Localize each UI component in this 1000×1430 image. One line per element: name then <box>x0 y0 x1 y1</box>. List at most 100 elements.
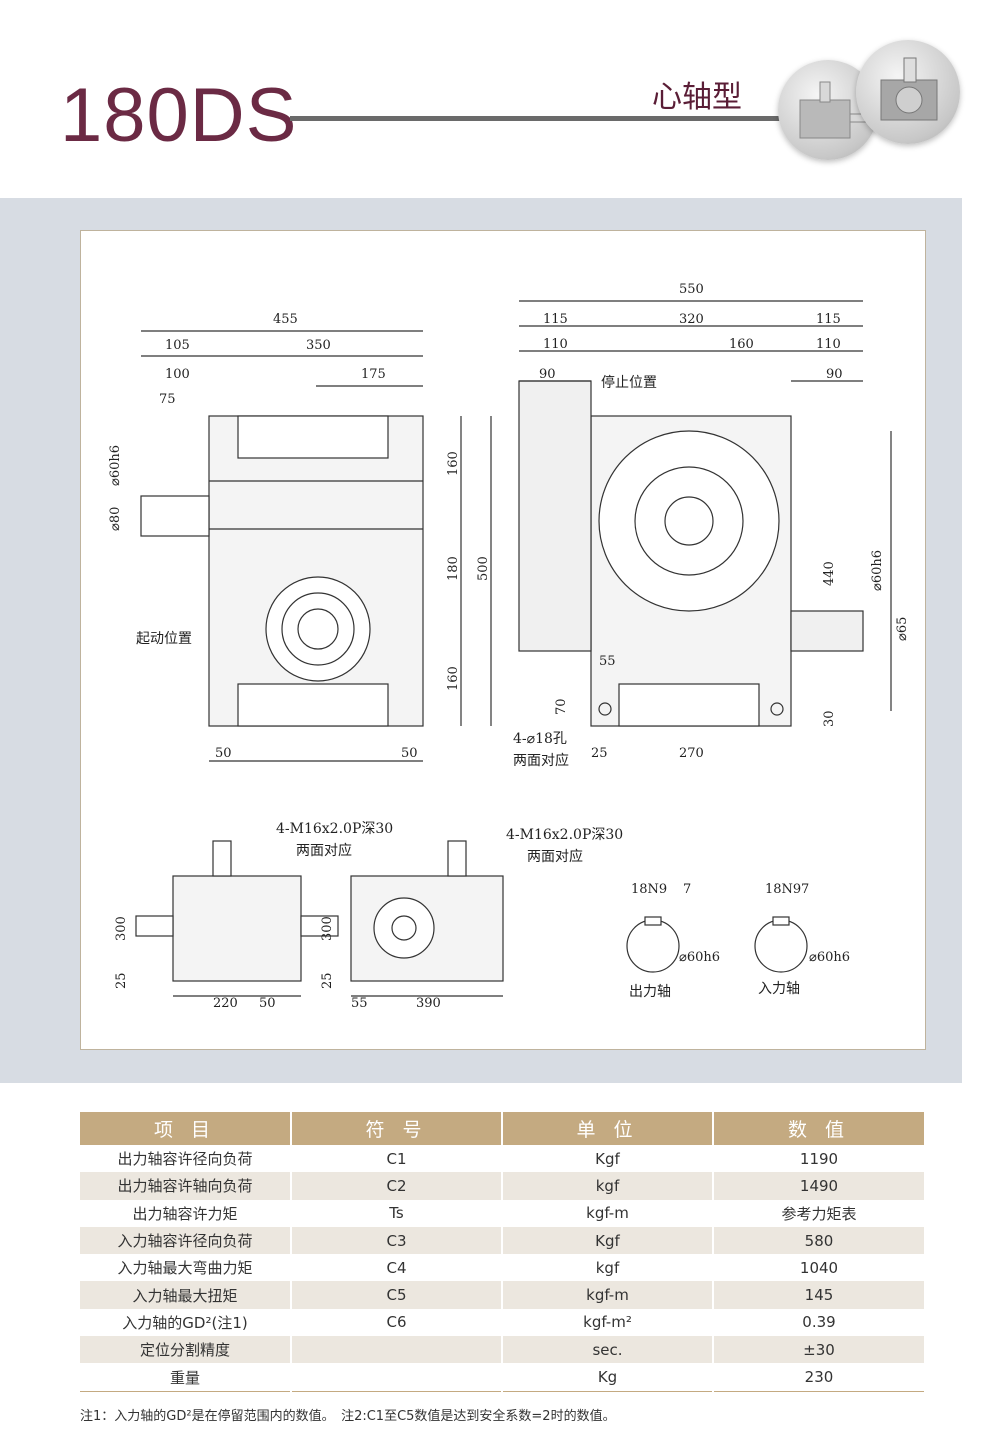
dim-side-440: 440 <box>822 561 837 586</box>
label-stop-position: 停止位置 <box>601 374 657 391</box>
dim-side-320: 320 <box>679 312 704 327</box>
type-label: 心轴型 <box>652 80 742 115</box>
shaft-in-label: 入力轴 <box>758 981 800 997</box>
table-row: 入力轴最大扭矩 C5 kgf-m 145 <box>80 1281 924 1309</box>
table-row: 定位分割精度 sec. ±30 <box>80 1336 924 1364</box>
label-holes-sub: 两面对应 <box>513 752 569 769</box>
cell-symbol: C2 <box>291 1172 503 1200</box>
cell-unit: kgf-m² <box>502 1308 714 1337</box>
cell-value: 230 <box>713 1363 924 1392</box>
header-value: 数 值 <box>713 1112 924 1145</box>
dim-side-270: 270 <box>679 746 704 761</box>
header-rule <box>290 116 780 121</box>
cell-unit: sec. <box>502 1336 714 1364</box>
table-row: 入力轴容许径向负荷 C3 Kgf 580 <box>80 1226 924 1255</box>
cell-value: 1040 <box>713 1254 924 1282</box>
cell-item: 入力轴最大弯曲力矩 <box>80 1254 292 1282</box>
technical-drawing: 455 105 350 100 175 75 ⌀60h6 ⌀80 160 180… <box>80 230 926 1050</box>
table-row: 出力轴容许轴向负荷 C2 kgf 1490 <box>80 1172 924 1200</box>
dim-side-110-right: 110 <box>816 337 841 352</box>
note-top-b-sub: 两面对应 <box>527 848 583 865</box>
shaft-in-key: 18N9 <box>765 882 801 897</box>
cell-item: 出力轴容许径向负荷 <box>80 1145 292 1173</box>
cell-item: 重量 <box>80 1363 292 1392</box>
cell-item: 入力轴容许径向负荷 <box>80 1226 292 1255</box>
dim-front-500: 500 <box>476 556 491 581</box>
dim-side-550: 550 <box>679 282 704 297</box>
header-item: 项 目 <box>80 1112 292 1145</box>
shaft-out-depth: 7 <box>683 882 691 897</box>
table-row: 出力轴容许径向负荷 C1 Kgf 1190 <box>80 1145 924 1173</box>
dim-side-60h6: ⌀60h6 <box>870 550 885 591</box>
dim-side-110-left: 110 <box>543 337 568 352</box>
cell-value: 0.39 <box>713 1308 924 1337</box>
cell-value: 1190 <box>713 1145 924 1173</box>
cell-symbol <box>291 1363 503 1392</box>
cell-symbol <box>291 1336 503 1364</box>
cell-item: 出力轴容许轴向负荷 <box>80 1172 292 1200</box>
cell-unit: kgf <box>502 1172 714 1200</box>
cell-item: 入力轴的GD²(注1) <box>80 1308 292 1337</box>
note-top-a: 4-M16x2.0P深30 <box>276 821 393 837</box>
drawing-canvas: 455 105 350 100 175 75 ⌀60h6 ⌀80 160 180… <box>108 282 910 1011</box>
cell-item: 入力轴最大扭矩 <box>80 1281 292 1309</box>
shaft-out-dia: ⌀60h6 <box>679 950 720 965</box>
dim-side-65: ⌀65 <box>895 617 910 641</box>
cell-unit: Kg <box>502 1363 714 1392</box>
cell-unit: kgf-m <box>502 1281 714 1309</box>
cell-unit: kgf <box>502 1254 714 1282</box>
shaft-in-dia: ⌀60h6 <box>809 950 850 965</box>
footnote: 注1：入力轴的GD²是在停留范围内的数值。 注2:C1至C5数值是达到安全系数=… <box>80 1409 616 1424</box>
dim-front-60h6: ⌀60h6 <box>108 445 123 486</box>
dim-top-b-390: 390 <box>416 996 441 1011</box>
dim-side-160: 160 <box>729 337 754 352</box>
dim-top-a-50: 50 <box>259 996 276 1011</box>
dim-top-b-25: 25 <box>320 972 335 989</box>
dim-front-160-bottom: 160 <box>446 666 461 691</box>
table-row: 出力轴容许力矩 Ts kgf-m 参考力矩表 <box>80 1199 924 1227</box>
dim-front-350: 350 <box>306 338 331 353</box>
cell-unit: Kgf <box>502 1145 714 1173</box>
dim-side-115-left: 115 <box>543 312 568 327</box>
cell-item: 定位分割精度 <box>80 1336 292 1364</box>
header-unit: 单 位 <box>502 1112 714 1145</box>
cell-item: 出力轴容许力矩 <box>80 1199 292 1227</box>
cell-symbol: C6 <box>291 1308 503 1337</box>
dim-top-a-220: 220 <box>213 996 238 1011</box>
cell-value: 580 <box>713 1226 924 1255</box>
dim-front-100: 100 <box>165 367 190 382</box>
table-row: 重量 Kg 230 <box>80 1363 924 1392</box>
cell-symbol: C1 <box>291 1145 503 1173</box>
cell-value: ±30 <box>713 1336 924 1364</box>
dim-top-b-55: 55 <box>351 996 368 1011</box>
label-holes: 4-⌀18孔 <box>513 731 567 747</box>
header-symbol: 符 号 <box>291 1112 503 1145</box>
cell-symbol: C3 <box>291 1226 503 1255</box>
dim-front-160-top: 160 <box>446 451 461 476</box>
table-row: 入力轴的GD²(注1) C6 kgf-m² 0.39 <box>80 1308 924 1337</box>
cell-value: 145 <box>713 1281 924 1309</box>
cell-unit: Kgf <box>502 1226 714 1255</box>
dim-top-b-300: 300 <box>320 916 335 941</box>
dim-front-455: 455 <box>273 312 298 327</box>
dim-front-80: ⌀80 <box>108 507 123 531</box>
shaft-in-depth: 7 <box>801 882 809 897</box>
dim-side-115-right: 115 <box>816 312 841 327</box>
cell-symbol: Ts <box>291 1199 503 1227</box>
spec-table: 项 目 符 号 单 位 数 值 出力轴容许径向负荷 C1 Kgf 1190 出力… <box>80 1112 924 1392</box>
dim-side-70: 70 <box>554 698 569 715</box>
dim-front-50-left: 50 <box>215 746 232 761</box>
table-row: 入力轴最大弯曲力矩 C4 kgf 1040 <box>80 1254 924 1282</box>
dim-front-180: 180 <box>446 556 461 581</box>
dim-top-a-300: 300 <box>114 916 129 941</box>
shaft-out-label: 出力轴 <box>629 984 671 1000</box>
dim-front-75: 75 <box>159 392 176 407</box>
dim-side-25: 25 <box>591 746 608 761</box>
product-photo-angle <box>856 40 960 144</box>
model-title: 180DS <box>60 73 298 158</box>
dim-top-a-25: 25 <box>114 972 129 989</box>
table-header-row: 项 目 符 号 单 位 数 值 <box>80 1112 924 1145</box>
cell-value: 参考力矩表 <box>713 1199 924 1227</box>
note-top-b: 4-M16x2.0P深30 <box>506 827 623 843</box>
